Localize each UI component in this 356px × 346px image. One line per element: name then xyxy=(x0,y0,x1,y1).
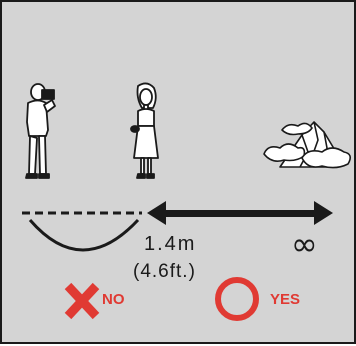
infinity-symbol: ∞ xyxy=(291,225,318,263)
near-zone-arc xyxy=(28,218,140,252)
woman-subject-icon xyxy=(130,82,159,179)
cross-mark-icon xyxy=(64,282,100,320)
distance-metric-label: 1.4m xyxy=(144,233,197,255)
yes-label: YES xyxy=(270,291,301,308)
mountain-cloud-icon xyxy=(263,121,352,169)
focus-range-arrow xyxy=(147,201,333,225)
photographer-icon xyxy=(25,83,56,179)
no-label: NO xyxy=(102,291,125,308)
circle-mark-icon xyxy=(215,277,259,321)
distance-imperial-label: (4.6ft.) xyxy=(133,261,196,282)
